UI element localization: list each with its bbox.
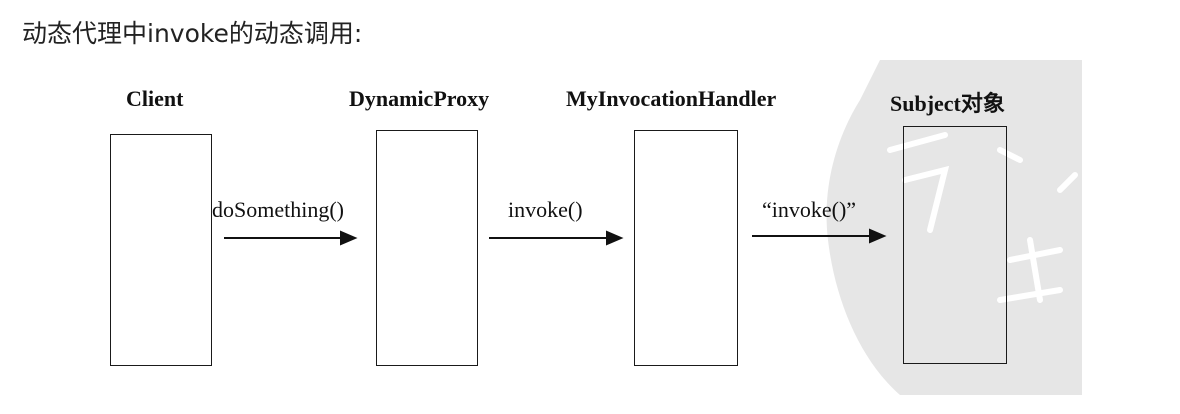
message-label-1: doSomething() [212, 197, 344, 222]
message-arrow-2 [489, 230, 624, 246]
lifeline-box-client [110, 134, 212, 366]
message-arrow-3 [752, 228, 887, 244]
participant-label-my-invocation-handler: MyInvocationHandler [566, 86, 777, 111]
message-label-3: “invoke()” [762, 197, 857, 222]
message-label-2: invoke() [508, 197, 583, 222]
participant-label-subject: Subject对象 [890, 91, 1005, 116]
page-heading: 动态代理中invoke的动态调用: [22, 19, 363, 48]
lifeline-box-my-invocation-handler [634, 130, 738, 366]
participant-label-client: Client [126, 86, 184, 111]
message-arrow-1 [224, 230, 358, 246]
lifeline-box-subject [903, 126, 1007, 364]
watermark-seal-strokes [887, 132, 1078, 303]
lifeline-box-dynamic-proxy [376, 130, 478, 366]
watermark-seal-shape [826, 60, 1082, 395]
participant-label-dynamic-proxy: DynamicProxy [349, 86, 490, 111]
